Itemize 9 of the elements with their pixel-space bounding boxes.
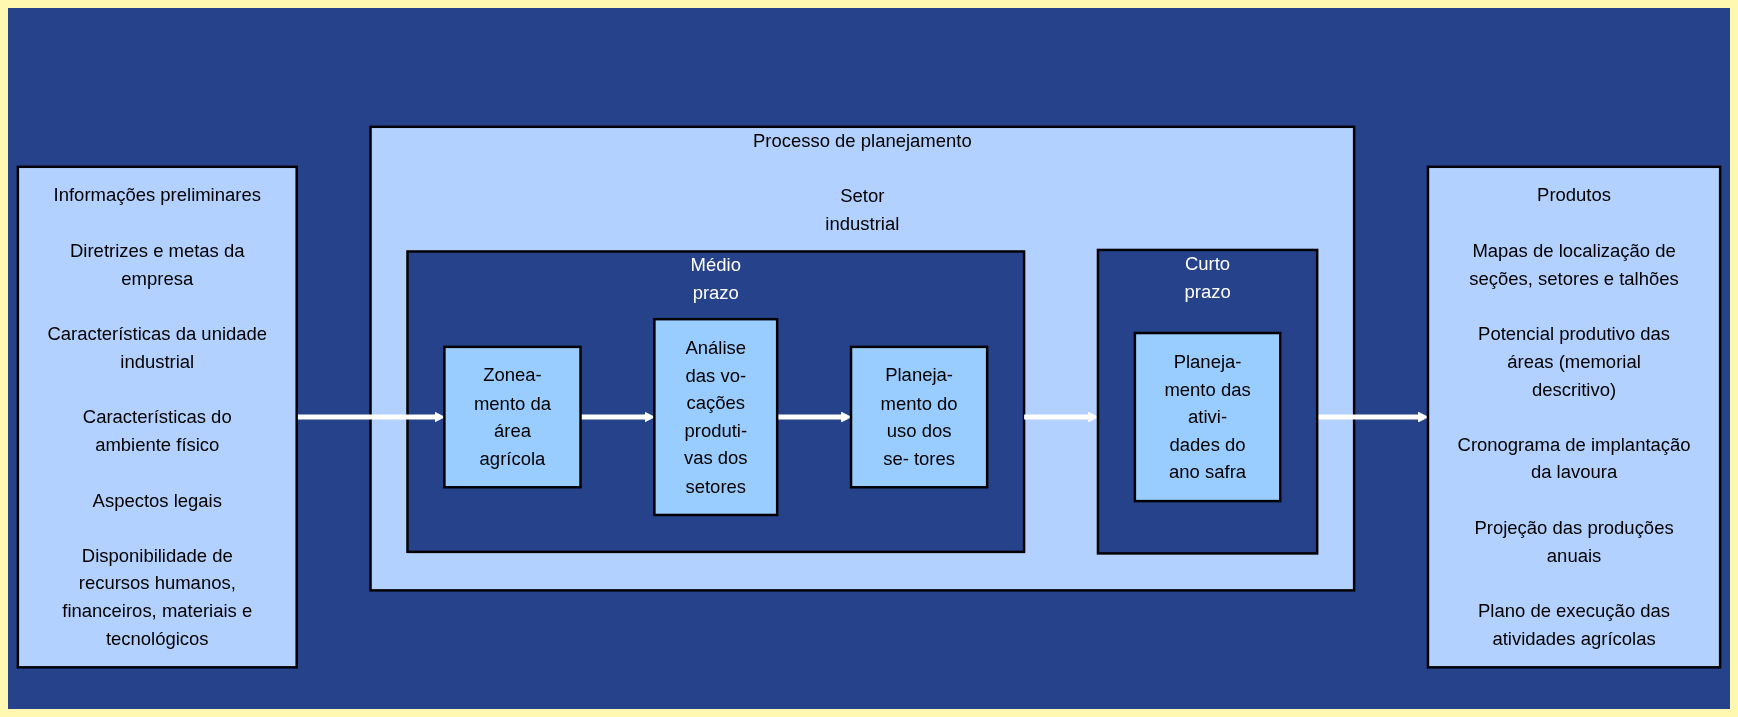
node-box: Produtos Mapas de localização de seções, setores e talhões Potencial produtivo das áreas (memorial descritivo) Cronograma de implantação da lavoura Projeção das produções anuais Plano de execução das atividades agrícolas [1426,165,1722,669]
node-box: Planeja- mento do uso dos se- tores [849,345,989,489]
node-box: Planeja- mento das ativi- dades do ano safra [1133,331,1282,503]
node-box: Análise das vo- cações produti- vas dos setores [653,317,779,517]
arrow [580,411,655,423]
arrow [296,411,445,423]
node-box: Informações preliminares Diretrizes e metas da empresa Características da unidade industrial Características do ambiente físico Aspectos legais Disponibilidade de recursos humanos, financeiros, materiais e tecnológicos [16,165,298,669]
node-box: Zonea- mento da área agrícola [443,345,582,489]
arrow [777,411,852,423]
